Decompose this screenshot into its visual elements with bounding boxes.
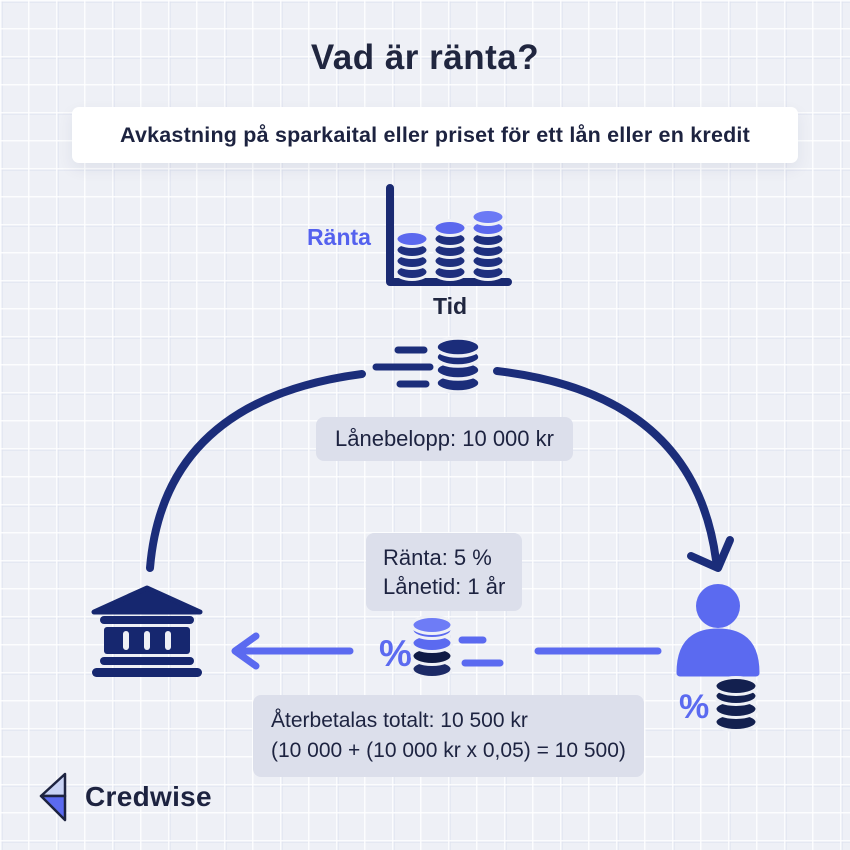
loan-term-text: Lånetid: 1 år <box>383 574 506 600</box>
arc-bank-to-loan <box>146 370 366 572</box>
subtitle-banner: Avkastning på sparkaital eller priset fö… <box>72 107 798 163</box>
brand-name: Credwise <box>85 781 212 812</box>
arc-loan-to-borrower <box>493 367 734 572</box>
loan-amount-text: Lånebelopp: 10 000 kr <box>335 426 554 451</box>
subtitle-text: Avkastning på sparkaital eller priset fö… <box>120 122 750 147</box>
page-title: Vad är ränta? <box>310 38 540 77</box>
arrow-to-bank <box>231 632 354 670</box>
chart-coin-stack-2 <box>432 219 468 281</box>
credwise-logo-icon <box>39 772 67 822</box>
brand-logo: Credwise <box>34 768 212 826</box>
repayment-total-text: Återbetalas totalt: 10 500 kr <box>271 709 528 732</box>
repayment-label: Återbetalas totalt: 10 500 kr (10 000 + … <box>253 695 644 777</box>
chart-y-axis-label: Ränta <box>307 224 371 250</box>
loan-terms-label: Ränta: 5 % Lånetid: 1 år <box>366 533 523 612</box>
loan-amount-label: Lånebelopp: 10 000 kr <box>316 417 573 461</box>
chart-x-axis-label: Tid <box>432 293 468 319</box>
chart-coin-stack-3 <box>470 208 506 281</box>
borrower-interest-coins-icon: % <box>679 676 759 732</box>
coin-growth-chart-icon <box>386 184 512 286</box>
interest-rate-text: Ränta: 5 % <box>383 545 492 570</box>
percent-symbol: % <box>379 633 412 674</box>
flying-coin-stack-icon <box>372 336 482 394</box>
bank-icon <box>91 585 203 677</box>
chart-coin-stack-1 <box>394 230 430 281</box>
person-icon <box>676 584 760 677</box>
percent-symbol: % <box>679 688 709 726</box>
repayment-formula-text: (10 000 + (10 000 kr x 0,05) = 10 500) <box>271 738 626 762</box>
percent-coin-stack-icon: % <box>379 615 504 679</box>
